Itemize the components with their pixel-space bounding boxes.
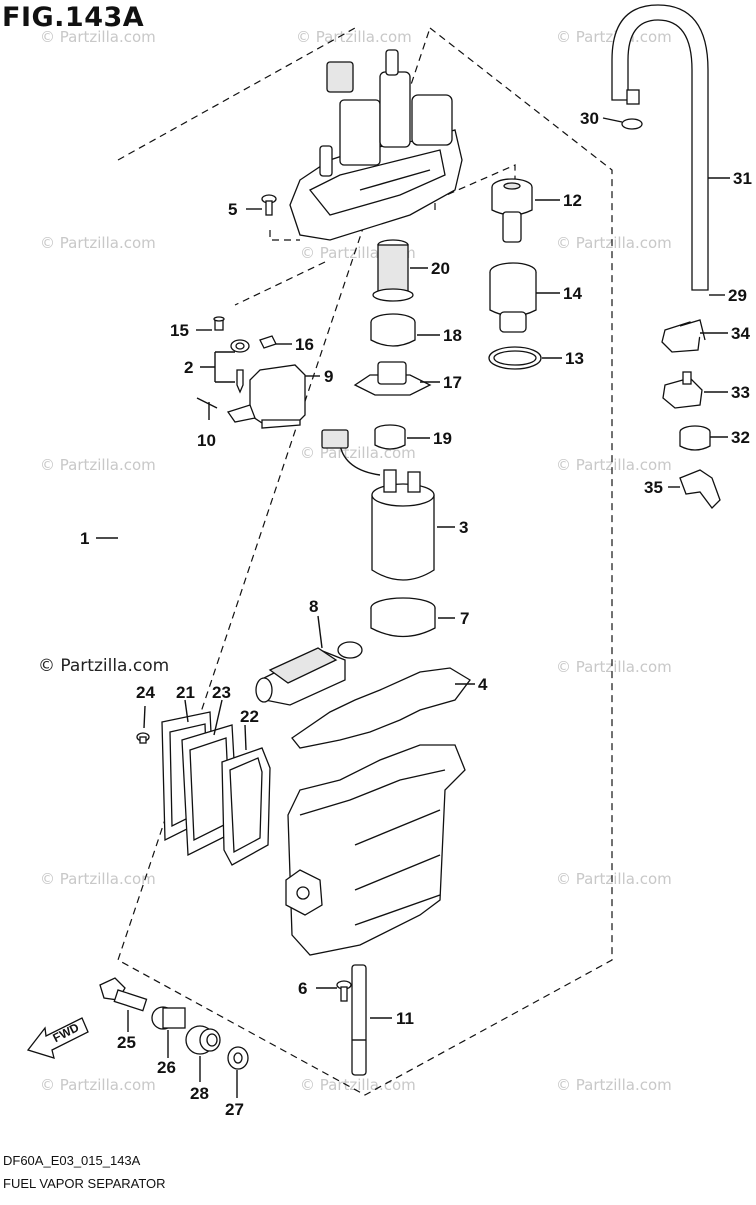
- clamp-part-2[interactable]: [662, 371, 703, 409]
- boundary-corner-line: [269, 230, 300, 241]
- watermark: © Partzilla.com: [40, 1076, 156, 1094]
- callout-18: 18: [443, 326, 462, 345]
- pump-holder-part[interactable]: [353, 361, 432, 396]
- pressure-regulator-part[interactable]: [491, 178, 533, 243]
- callout-33: 33: [731, 383, 750, 402]
- washer-part[interactable]: [230, 339, 250, 353]
- callout-3: 3: [459, 518, 468, 537]
- connector-cover-part[interactable]: [249, 364, 306, 429]
- screw-part[interactable]: [261, 194, 277, 216]
- callout-35: 35: [644, 478, 663, 497]
- callout-32: 32: [731, 428, 750, 447]
- callout-20: 20: [431, 259, 450, 278]
- callout-1: 1: [80, 529, 89, 548]
- callout-2: 2: [184, 358, 193, 377]
- callout-34: 34: [731, 324, 750, 343]
- watermark: © Partzilla.com: [300, 1076, 416, 1094]
- band-clip-part[interactable]: [679, 469, 721, 509]
- fwd-arrow-icon: FWD: [26, 1017, 89, 1059]
- figure-title: FIG.143A: [2, 2, 145, 33]
- needle-part[interactable]: [236, 369, 244, 394]
- connector-bracket[interactable]: [226, 404, 256, 423]
- separator-cover-assembly[interactable]: [289, 49, 463, 241]
- o-ring-inner: [493, 350, 537, 366]
- regulator-cap-part[interactable]: [489, 262, 537, 333]
- watermark: © Partzilla.com: [556, 1076, 672, 1094]
- mount-grommet-part[interactable]: [185, 1025, 221, 1055]
- callout-12: 12: [563, 191, 582, 210]
- callout-10: 10: [197, 431, 216, 450]
- figure-code: DF60A_E03_015_143A: [3, 1153, 141, 1168]
- clamp-part[interactable]: [661, 319, 706, 353]
- callout-9: 9: [324, 367, 333, 386]
- callout-26: 26: [157, 1058, 176, 1077]
- callout-19: 19: [433, 429, 452, 448]
- collar-part[interactable]: [151, 1006, 186, 1030]
- hose-clip-part[interactable]: [621, 118, 643, 130]
- callout-7: 7: [460, 609, 469, 628]
- callout-17: 17: [443, 373, 462, 392]
- drain-screw-part[interactable]: [336, 980, 352, 1002]
- watermark: © Partzilla.com: [40, 28, 156, 46]
- fuel-pump-part[interactable]: [321, 429, 435, 581]
- filter-part[interactable]: [372, 239, 414, 302]
- bolt-part[interactable]: [99, 977, 148, 1012]
- callout-31: 31: [733, 169, 752, 188]
- callout-16: 16: [295, 335, 314, 354]
- callout-labels: 1 2 3 4 5 6 7 8 9 10 11 12 13 14 15 16 1…: [80, 109, 752, 1119]
- pin-part[interactable]: [196, 397, 218, 409]
- gasket-part[interactable]: [291, 667, 471, 749]
- watermark: © Partzilla.com: [556, 234, 672, 252]
- drain-hose-part[interactable]: [351, 964, 367, 1076]
- callout-21: 21: [176, 683, 195, 702]
- boundary-corner-line: [434, 164, 516, 210]
- callout-25: 25: [117, 1033, 136, 1052]
- copyright-notice: © Partzilla.com: [38, 656, 170, 676]
- figure-caption: FUEL VAPOR SEPARATOR: [3, 1176, 166, 1191]
- callout-14: 14: [563, 284, 582, 303]
- pump-grommet-part[interactable]: [370, 313, 416, 347]
- callout-27: 27: [225, 1100, 244, 1119]
- watermark: © Partzilla.com: [556, 28, 672, 46]
- hose-grommet-part[interactable]: [679, 425, 711, 451]
- watermark: © Partzilla.com: [556, 870, 672, 888]
- seal-part[interactable]: [374, 424, 406, 450]
- callout-29: 29: [728, 286, 747, 305]
- callout-11: 11: [396, 1009, 414, 1028]
- washer-part-2[interactable]: [227, 1046, 249, 1070]
- callout-13: 13: [565, 349, 584, 368]
- small-bolt-part[interactable]: [136, 732, 150, 744]
- callout-23: 23: [212, 683, 231, 702]
- watermark: © Partzilla.com: [40, 870, 156, 888]
- watermark: © Partzilla.com: [40, 456, 156, 474]
- callout-22: 22: [240, 707, 259, 726]
- leader-dash: [234, 261, 326, 306]
- seal-gasket-part[interactable]: [221, 747, 271, 866]
- callout-8: 8: [309, 597, 318, 616]
- leader-lines: [96, 117, 730, 1098]
- vent-hose-part[interactable]: [611, 4, 709, 291]
- callout-28: 28: [190, 1084, 209, 1103]
- watermark: © Partzilla.com: [40, 234, 156, 252]
- watermark: © Partzilla.com: [556, 658, 672, 676]
- float-part[interactable]: [255, 641, 363, 706]
- callout-6: 6: [298, 979, 307, 998]
- watermark: © Partzilla.com: [296, 28, 412, 46]
- watermark: © Partzilla.com: [556, 456, 672, 474]
- callout-24: 24: [136, 683, 155, 702]
- float-chamber-body[interactable]: [285, 744, 466, 956]
- clip-part[interactable]: [259, 335, 277, 349]
- pump-cushion-part[interactable]: [370, 597, 436, 638]
- callout-5: 5: [228, 200, 237, 219]
- callout-30: 30: [580, 109, 599, 128]
- assembly-boundary: [117, 27, 613, 1096]
- callout-4: 4: [478, 675, 488, 694]
- small-screw-part[interactable]: [213, 316, 225, 331]
- callout-15: 15: [170, 321, 189, 340]
